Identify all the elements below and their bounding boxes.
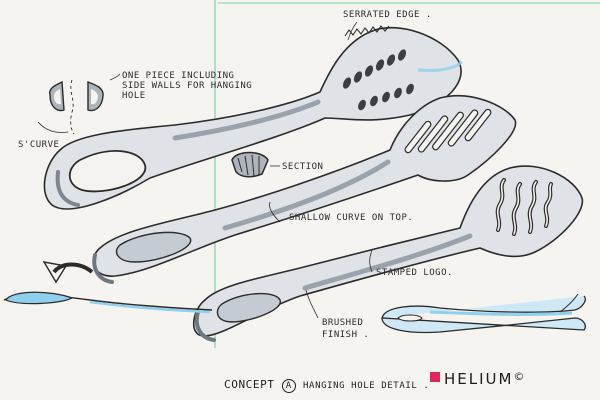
- annotation-shallow-curve: SHALLOW CURVE ON TOP.: [289, 213, 414, 223]
- handle-profile-sketch: [381, 293, 586, 334]
- hanging-hole-detail-label: HANGING HOLE DETAIL .: [303, 381, 430, 391]
- brand-square-icon: [430, 372, 440, 382]
- annotation-leader-lines: [269, 21, 373, 319]
- annotation-brushed-finish-line-1: BRUSHED: [322, 318, 364, 328]
- copyright-symbol: ©: [513, 370, 527, 383]
- slotted-turner-sketch: [92, 94, 517, 284]
- s-curve-detail-sketch: [37, 73, 121, 135]
- wavy-turner-sketch: [192, 165, 584, 342]
- concept-letter-circle: A: [281, 379, 296, 393]
- annotation-s-curve: S'CURVE: [18, 140, 60, 150]
- side-profile-sketch: [3, 291, 213, 314]
- annotation-brushed-finish-line-2: FINISH .: [322, 330, 370, 340]
- annotation-one-piece-line-3: HOLE: [122, 91, 146, 101]
- brand-name: HELIUM: [444, 370, 514, 388]
- annotation-one-piece-line-1: ONE PIECE INCLUDING: [122, 71, 235, 81]
- concept-label: CONCEPT: [224, 378, 275, 391]
- brand-logo: HELIUM©: [444, 370, 526, 388]
- slotted-spoon-sketch: [43, 25, 463, 210]
- annotation-stamped-logo: STAMPED LOGO.: [376, 268, 453, 278]
- annotation-serrated-edge: SERRATED EDGE .: [343, 10, 432, 20]
- rotate-arrow-icon: [42, 261, 94, 284]
- concept-title: CONCEPT A HANGING HOLE DETAIL .: [224, 378, 429, 393]
- annotation-one-piece-line-2: SIDE WALLS FOR HANGING: [122, 81, 253, 91]
- annotation-section: SECTION: [282, 162, 324, 172]
- section-detail-sketch: [231, 151, 280, 178]
